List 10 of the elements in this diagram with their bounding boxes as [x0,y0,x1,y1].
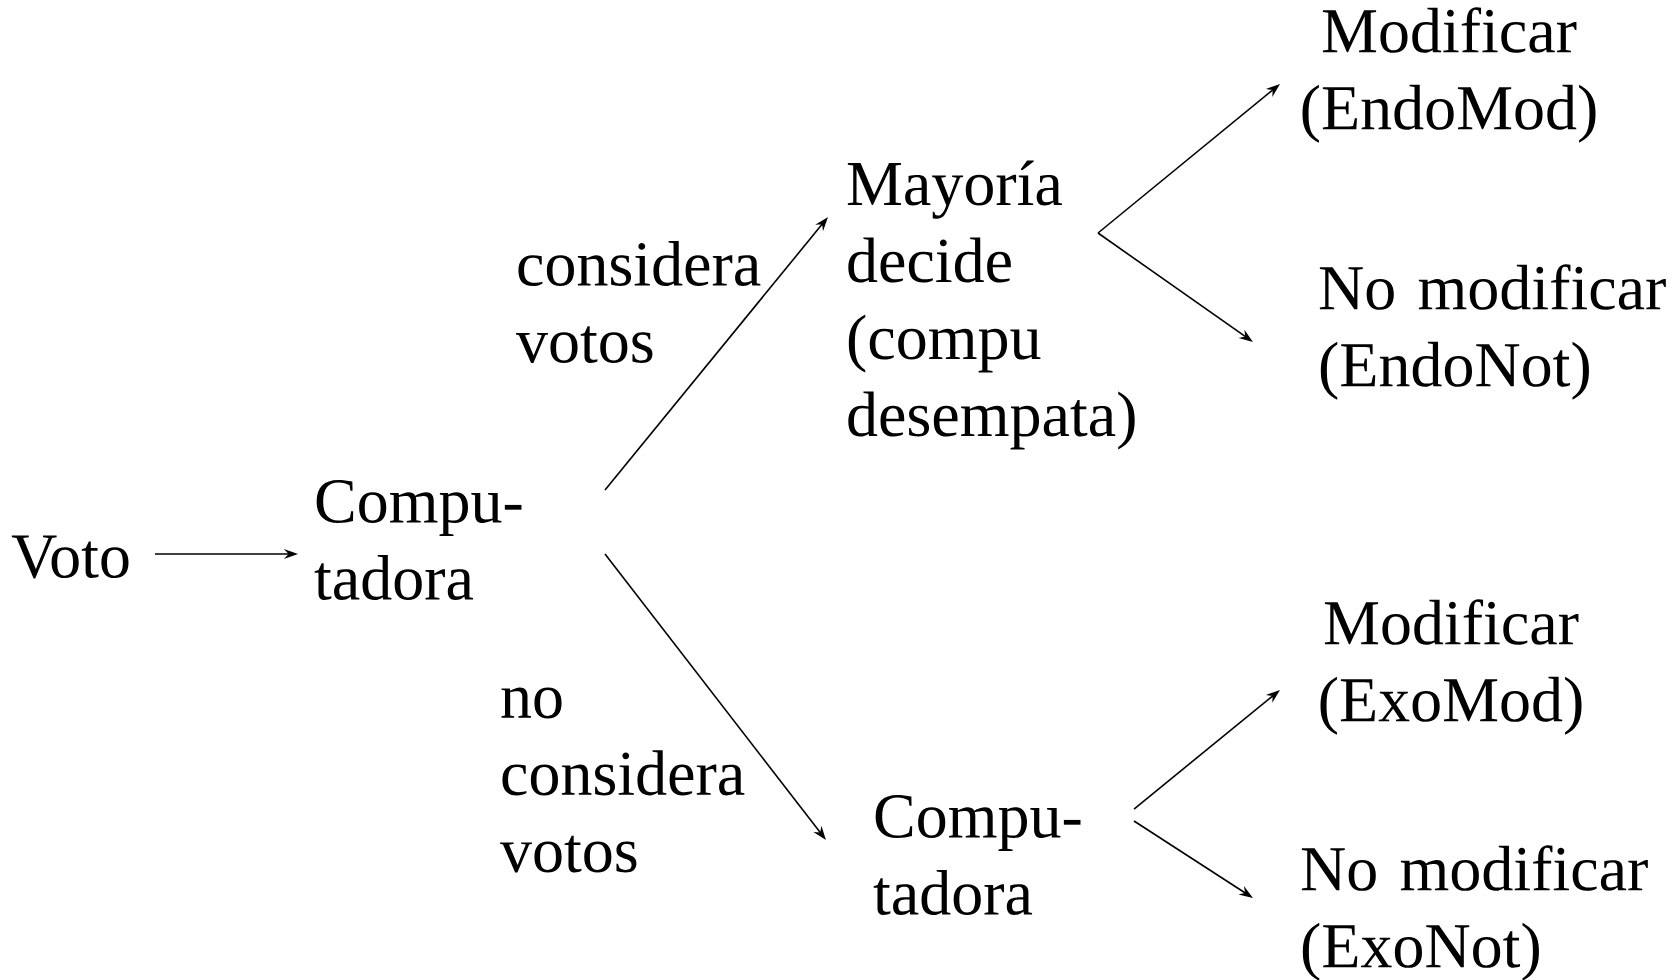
stage-label: Voto [11,535,129,579]
outcome-label: No modificar (EndoNot) [1319,264,1666,400]
edge-label: no considera votos [500,687,745,873]
stage-label: Compu- tadora [873,795,1081,915]
outcome-label: Modificar (ExoMod) [1320,599,1582,735]
stage-label: Compu- tadora [314,480,522,600]
stage-label: Mayoría decide (compu desempata) [847,160,1135,450]
outcome-label: No modificar (ExoNot) [1301,845,1648,980]
outcome-label: Modificar (EndoMod) [1302,7,1596,143]
edge-label: considera votos [516,241,761,363]
